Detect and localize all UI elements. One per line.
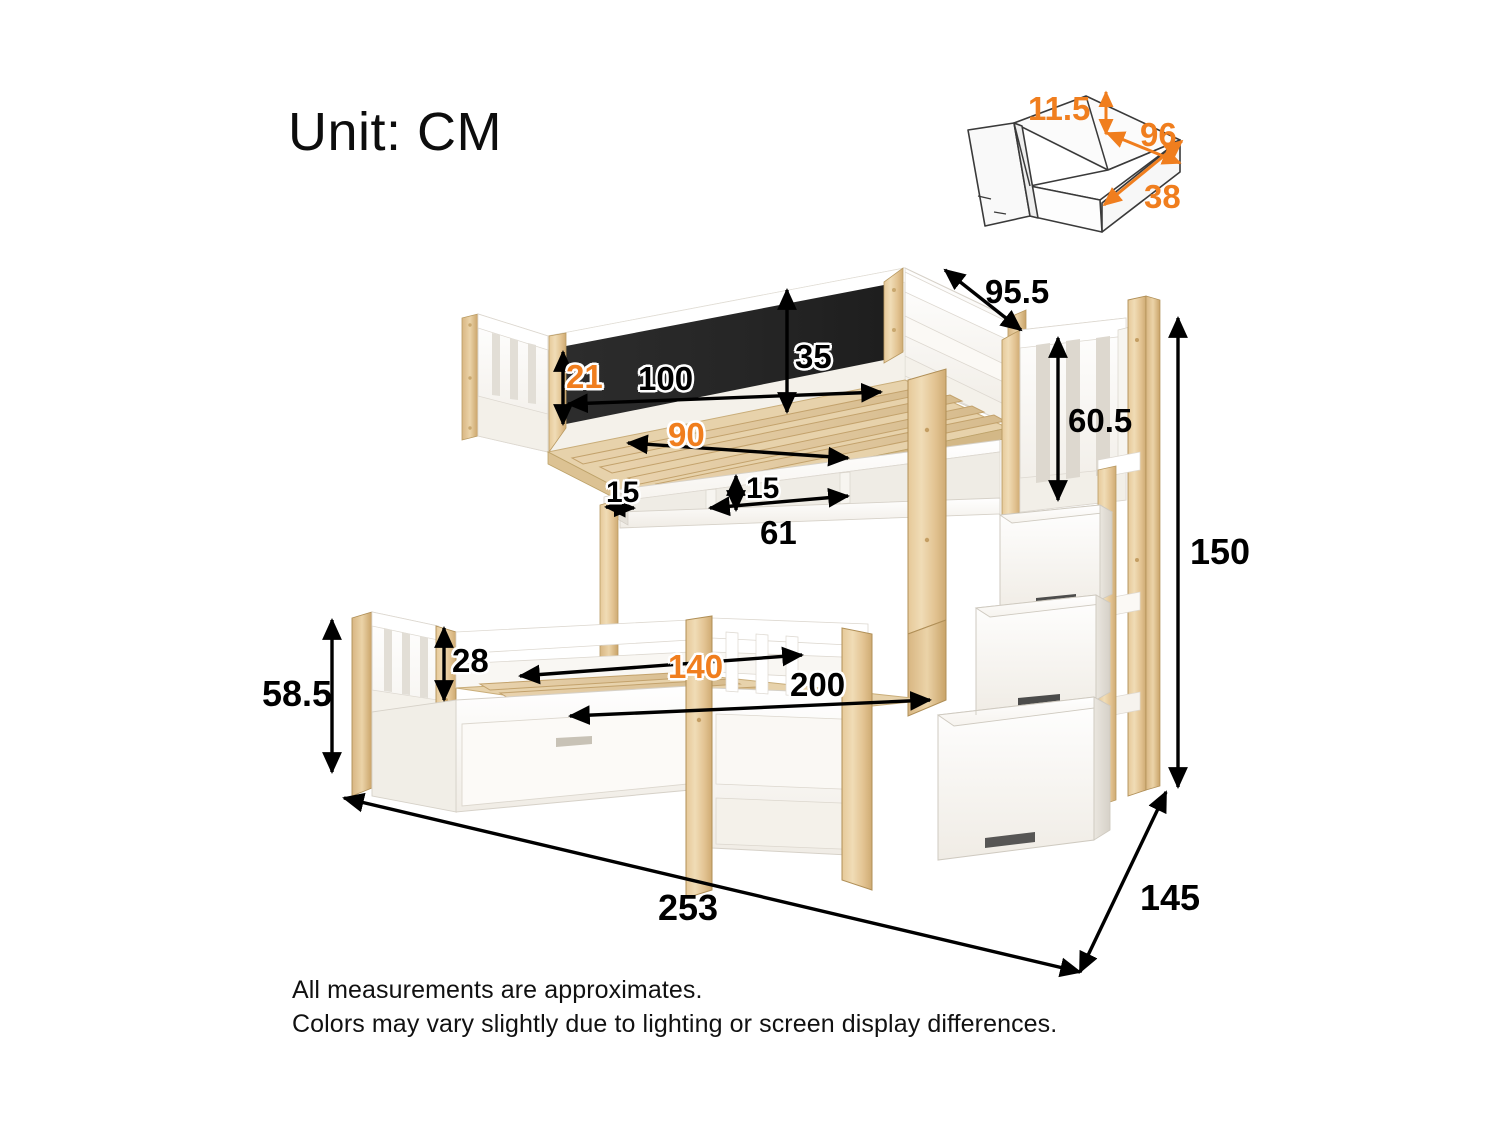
dimension-label-61: 61 [760,514,797,551]
footnote-colors: Colors may vary slightly due to lighting… [292,1010,1058,1038]
drawer-dimension-arrows [1098,90,1184,207]
dimension-label-140: 140 [668,648,724,685]
footnote-measurements: All measurements are approximates. [292,976,703,1004]
dimension-label-90: 90 [668,416,705,453]
drawer-dimension-label-11-5: 11.5 [1028,90,1091,127]
dimension-label-100: 100 [638,360,694,397]
right-frame-posts [1097,295,1161,807]
dimension-label-28: 28 [452,642,489,679]
staircase-drawer-unit [936,504,1114,861]
dimension-label-15-a: 15 [606,476,640,509]
lower-bed [351,611,931,899]
upper-mattress-width-arrow [626,434,850,467]
dimension-label-58-5: 58.5 [262,673,333,714]
dimension-label-150: 150 [1190,531,1251,572]
dimension-label-95-5: 95.5 [985,273,1050,310]
dimension-label-21: 21 [566,358,603,395]
dimension-label-15-b: 15 [746,472,780,505]
drawer-dimension-label-96: 96 [1140,116,1177,153]
upper-bunk-left-headboard [461,313,549,453]
dimension-label-200: 200 [790,666,846,703]
dimension-label-253: 253 [658,887,719,928]
dimension-label-60-5: 60.5 [1068,402,1133,439]
unit-title: Unit: CM [288,102,503,162]
dimension-label-35: 35 [795,338,832,375]
drawer-dimension-label-38: 38 [1144,178,1181,215]
dimension-arrows [322,268,1188,978]
dimension-label-145: 145 [1140,877,1201,918]
